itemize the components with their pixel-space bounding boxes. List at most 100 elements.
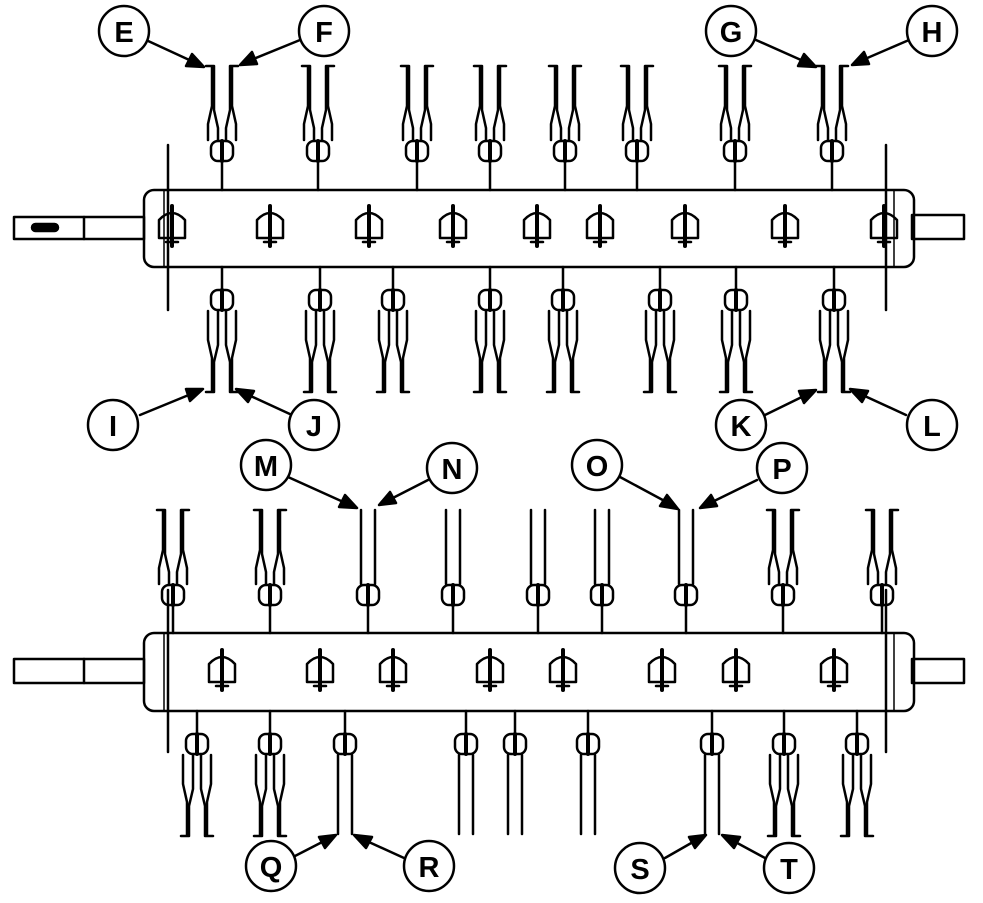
- bottom-lower-tine-3: [332, 709, 358, 836]
- top-drum-clamp-8: [770, 204, 800, 248]
- arrow-e: [144, 38, 206, 69]
- bottom-lower-tine-1: [179, 709, 215, 838]
- bottom-lower-tine-4: [453, 709, 479, 836]
- callout-k: K: [714, 398, 768, 452]
- top-drum: [142, 188, 916, 269]
- bottom-lower-tine-9: [839, 709, 875, 838]
- top-right-shaft: [910, 213, 966, 241]
- bottom-drum-clamp-3: [378, 648, 408, 692]
- arrow-f: [238, 38, 302, 67]
- bottom-upper-tine-3: [355, 508, 381, 635]
- bottom-lower-tine-2: [252, 709, 288, 838]
- top-drum-clamp-2: [255, 204, 285, 248]
- callout-n: N: [425, 441, 479, 495]
- top-drum-clamp-7: [670, 204, 700, 248]
- top-upper-tine-4: [472, 64, 508, 192]
- bottom-drum-clamp-2: [305, 648, 335, 692]
- bottom-upper-tine-8: [765, 508, 801, 635]
- arrow-j: [234, 387, 294, 417]
- bottom-drum-clamp-8: [819, 648, 849, 692]
- arrow-l: [848, 387, 908, 417]
- top-upper-tine-5: [547, 64, 583, 192]
- top-lower-tine-1: [204, 265, 240, 394]
- bottom-upper-tine-9: [864, 508, 900, 635]
- bottom-lower-tine-6: [575, 709, 601, 836]
- top-lower-tine-4: [472, 265, 508, 394]
- top-drum-clamp-6: [585, 204, 615, 248]
- bottom-lower-tine-8: [766, 709, 802, 838]
- svg-text:J: J: [306, 411, 322, 443]
- bottom-lower-tine-7: [699, 709, 725, 836]
- arrow-h: [850, 38, 911, 67]
- bottom-drum: [142, 631, 916, 713]
- callout-s: S: [613, 841, 667, 895]
- svg-text:K: K: [731, 411, 752, 443]
- top-upper-tine-1: [204, 64, 240, 192]
- bottom-upper-tine-4: [440, 508, 466, 635]
- callout-j: J: [287, 398, 341, 452]
- arrow-r: [352, 833, 406, 860]
- callout-o: O: [570, 438, 624, 492]
- top-drum-clamp-3: [354, 204, 384, 248]
- top-lower-tine-2: [302, 265, 338, 394]
- top-lower-tine-3: [375, 265, 411, 394]
- arrow-g: [754, 38, 818, 69]
- bottom-drum-clamp-5: [548, 648, 578, 692]
- bottom-upper-tine-1: [155, 508, 191, 635]
- top-drum-clamp-9: [869, 204, 899, 248]
- svg-text:S: S: [630, 854, 649, 886]
- arrow-s: [663, 833, 708, 860]
- top-left-shaft: [12, 215, 146, 241]
- arrow-k: [763, 388, 818, 417]
- callout-r: R: [402, 839, 456, 893]
- top-upper-tine-7: [717, 64, 753, 192]
- arrow-n: [377, 478, 430, 507]
- svg-text:O: O: [586, 451, 609, 483]
- arrow-m: [286, 475, 359, 510]
- callout-e: E: [97, 4, 151, 58]
- callout-h: H: [905, 4, 959, 58]
- arrow-i: [138, 387, 205, 417]
- top-lower-tine-8: [816, 265, 852, 394]
- callout-t: T: [762, 841, 816, 895]
- top-upper-tine-6: [619, 64, 655, 192]
- callout-q: Q: [244, 839, 298, 893]
- callout-i: I: [86, 398, 140, 452]
- svg-text:H: H: [922, 17, 943, 49]
- top-drum-clamp-5: [522, 204, 552, 248]
- callout-bubbles: E F G H I J K L M N O P Q R S T: [86, 4, 959, 895]
- top-lower-tine-5: [545, 265, 581, 394]
- callout-m: M: [239, 438, 293, 492]
- arrow-p: [698, 478, 759, 510]
- callout-f: F: [297, 4, 351, 58]
- bottom-upper-tine-2: [252, 508, 288, 635]
- bottom-drum-clamp-1: [207, 648, 237, 692]
- bottom-drum-clamp-4: [475, 648, 505, 692]
- bottom-upper-tine-7: [673, 508, 699, 635]
- top-lower-tine-7: [718, 265, 754, 394]
- svg-text:N: N: [442, 454, 463, 486]
- svg-text:M: M: [254, 451, 278, 483]
- svg-text:Q: Q: [260, 852, 283, 884]
- bottom-drum-clamp-6: [647, 648, 677, 692]
- bottom-lower-tine-5: [502, 709, 528, 836]
- svg-text:R: R: [419, 852, 440, 884]
- top-upper-tine-3: [399, 64, 435, 192]
- svg-text:E: E: [114, 17, 133, 49]
- svg-text:I: I: [109, 411, 117, 443]
- top-drum-clamp-4: [438, 204, 468, 248]
- callout-g: G: [704, 4, 758, 58]
- svg-text:L: L: [923, 411, 941, 443]
- svg-text:F: F: [315, 17, 333, 49]
- arrow-o: [618, 475, 680, 511]
- svg-text:P: P: [772, 454, 791, 486]
- svg-text:G: G: [720, 17, 743, 49]
- top-lower-tine-6: [642, 265, 678, 394]
- top-reel: [12, 64, 966, 394]
- callout-arrows: [138, 38, 911, 860]
- callout-l: L: [905, 398, 959, 452]
- svg-text:T: T: [780, 854, 798, 886]
- top-upper-tine-8: [814, 64, 850, 192]
